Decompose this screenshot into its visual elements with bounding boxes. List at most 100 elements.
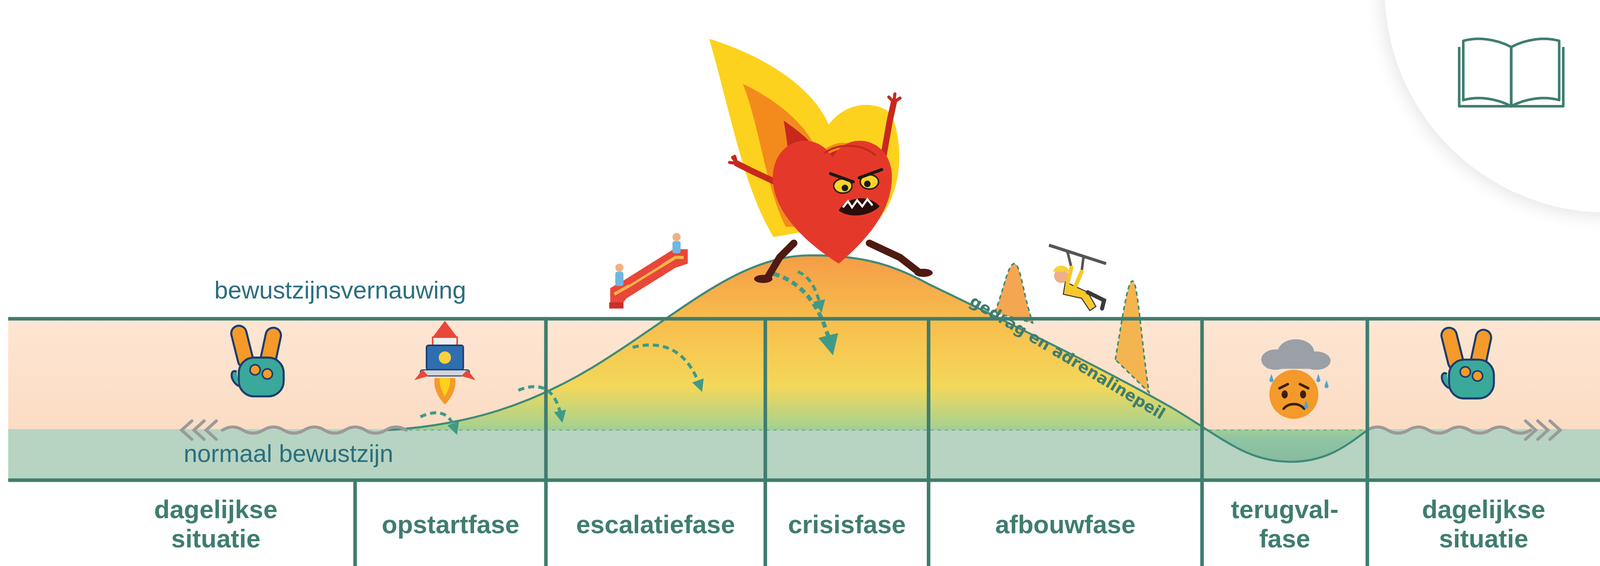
phase-label: terugval- fase [1218, 494, 1352, 554]
zipline-worker-part [1087, 292, 1105, 309]
peace-hand-part [250, 364, 261, 375]
sad-face-cloud-part [1269, 369, 1319, 419]
zipline-worker-part [1052, 265, 1070, 272]
sad-face-cloud-part [1283, 403, 1304, 409]
angry-heart-part [830, 169, 882, 182]
escalator-icon-part [615, 263, 624, 272]
angry-heart-part [842, 199, 873, 208]
phase-label: dagelijkse situatie [113, 494, 318, 554]
phase-cell: dagelijkse situatie [1367, 481, 1600, 566]
peace-hand [229, 323, 284, 397]
phase-cell: afbouwfase [928, 481, 1203, 566]
escalator-icon-part [609, 302, 624, 309]
peace-hand-part [231, 370, 239, 386]
progress-arrows-part [798, 271, 821, 307]
grid-lines-part [353, 479, 357, 566]
grid-lines-part [7, 478, 1600, 482]
consciousness-band-part [7, 428, 1600, 480]
rocket-laptop-part [439, 377, 451, 397]
angry-heart-part [869, 242, 919, 272]
phase-label: opstartfase [381, 508, 520, 539]
phase-label: escalatiefase [576, 508, 736, 539]
baseline-wave-part [222, 426, 407, 433]
zipline-worker-part [1063, 281, 1096, 311]
sad-face-cloud [1261, 339, 1331, 419]
sad-face-cloud-part [1269, 373, 1329, 388]
progress-arrows-part [518, 386, 562, 417]
grid-lines [7, 318, 1600, 566]
phase-cell: opstartfase [354, 481, 546, 566]
escalator-icon-part [614, 257, 684, 294]
baseline-wave-part [1367, 426, 1531, 433]
angry-heart-part [914, 268, 933, 277]
zipline-worker [1048, 245, 1107, 311]
escalator-icon-part [655, 263, 662, 268]
progress-arrows-part [773, 273, 831, 345]
grid-lines-part [1365, 318, 1369, 566]
baseline-wave-part [1525, 420, 1536, 440]
baseline-wave-part [1549, 420, 1561, 440]
angry-heart-part [754, 274, 773, 283]
rocket-laptop-part [432, 320, 458, 337]
phase-cell: terugval- fase [1202, 481, 1368, 566]
adrenaline-curve [387, 255, 1368, 462]
baseline-wave-part [193, 420, 205, 440]
corner-badge-part-part [1463, 38, 1512, 107]
phase-cell: escalatiefase [545, 481, 766, 566]
phase-label: dagelijkse situatie [1381, 494, 1586, 554]
peace-hand-part [1472, 370, 1483, 381]
adrenaline-curve-part [387, 255, 1368, 462]
rocket-laptop-part [438, 351, 452, 364]
sad-face-cloud-part [1299, 389, 1307, 398]
corner-badge-part-part [1459, 46, 1564, 107]
sad-face-cloud-part [1303, 400, 1308, 409]
corner-badge-part [1459, 38, 1564, 107]
phase-cell: crisisfase [765, 481, 929, 566]
rocket-laptop [414, 320, 476, 405]
escalator-icon-part [628, 263, 662, 284]
angry-heart-part [883, 102, 895, 156]
peace-hand-part [1441, 372, 1450, 388]
baseline-wave-part [1537, 420, 1548, 440]
adrenaline-curve-part [1115, 280, 1149, 392]
corner-badge [1380, 0, 1600, 217]
phase-label: crisisfase [788, 508, 907, 539]
peace-hand-part [262, 368, 273, 379]
angry-heart-part [772, 140, 892, 264]
angry-heart-part [841, 184, 849, 192]
escalator-icon-part [672, 232, 681, 241]
angry-heart-part [888, 93, 900, 102]
zone-label: normaal bewustzijn [183, 439, 394, 468]
sad-face-cloud-part [1281, 389, 1288, 398]
baseline-wave-part [181, 420, 192, 440]
rocket-laptop-part [432, 336, 458, 345]
progress-arrows-part [632, 344, 700, 386]
grid-lines-part [926, 318, 931, 566]
zipline-worker-part [1067, 267, 1082, 286]
grid-lines-part [7, 316, 1600, 321]
zone-label: bewustzijnsvernauwing [214, 275, 467, 305]
zipline-worker-part [1048, 245, 1107, 264]
angry-heart-part [824, 145, 876, 155]
angry-heart [709, 38, 933, 283]
sad-face-cloud-part [1279, 383, 1309, 388]
escalator-icon [609, 232, 688, 309]
adrenaline-curve-part [387, 429, 1368, 431]
adrenaline-curve-part [387, 255, 1368, 462]
angry-heart-part [729, 156, 737, 164]
rocket-laptop-part [420, 369, 470, 376]
angry-heart-part [838, 198, 880, 216]
angry-heart-part [863, 180, 871, 188]
grid-lines-part [1200, 318, 1204, 566]
phase-cell: dagelijkse situatie [76, 481, 355, 566]
peace-hand-part [1449, 359, 1494, 399]
rocket-laptop-part [434, 377, 456, 405]
sad-face-cloud-part [1265, 359, 1327, 369]
phase-label: afbouwfase [994, 508, 1136, 539]
angry-heart-part [767, 242, 795, 278]
corner-badge-part [1380, 0, 1600, 217]
rocket-laptop-part [426, 345, 464, 370]
escalator-icon-part [672, 240, 681, 254]
peace-hand [1439, 325, 1494, 398]
